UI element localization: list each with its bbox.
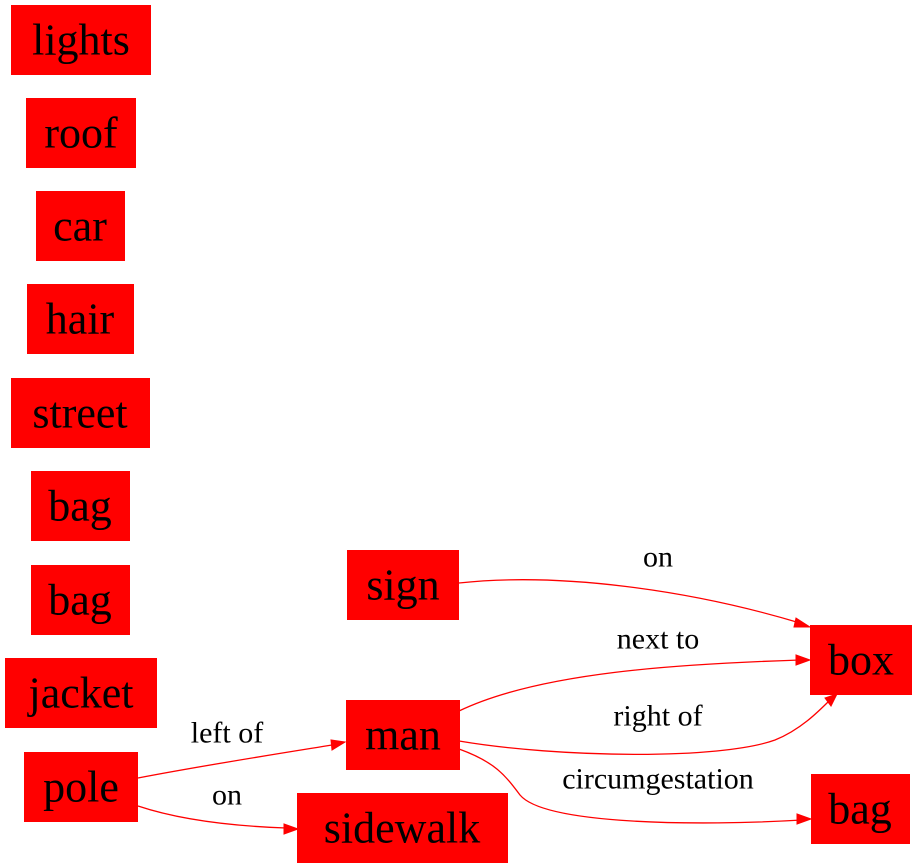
- node-label: man: [365, 711, 441, 760]
- node-street: street: [11, 378, 150, 448]
- node-label: roof: [44, 109, 118, 158]
- edges: on next to right of circumgestation left…: [137, 541, 838, 835]
- node-bag: bag: [811, 774, 910, 844]
- edge-line: [137, 805, 287, 829]
- edge-label-left-of: left of: [191, 717, 263, 750]
- node-box: [27, 284, 134, 354]
- node-box: [347, 550, 459, 620]
- edge-label-on: on: [212, 779, 242, 812]
- arrowhead-icon: [793, 617, 812, 628]
- edge-line: [458, 579, 801, 624]
- node-pole: pole: [24, 752, 138, 822]
- node-label: sign: [366, 561, 439, 610]
- edge-line: [137, 744, 333, 779]
- node-box: [297, 793, 508, 863]
- node-box: [811, 774, 910, 844]
- edge-sign-on-box: on: [458, 541, 812, 628]
- node-label: sidewalk: [324, 804, 480, 853]
- edge-label-next-to: next to: [617, 623, 700, 656]
- node-bag: bag: [31, 471, 130, 541]
- node-label: hair: [46, 295, 115, 344]
- node-box: [36, 191, 125, 261]
- node-label: box: [828, 636, 894, 685]
- arrowhead-icon: [283, 823, 300, 835]
- node-box: [26, 98, 136, 168]
- edge-man-rightof-box: right of: [458, 693, 838, 756]
- node-roof: roof: [26, 98, 136, 168]
- edge-line: [458, 748, 803, 824]
- node-box: [31, 471, 130, 541]
- edge-line: [458, 659, 801, 712]
- node-label: lights: [32, 16, 130, 65]
- node-label: bag: [828, 785, 892, 834]
- node-box: [5, 658, 157, 728]
- edge-man-nextto-box: next to: [458, 623, 812, 712]
- edge-label-on: on: [643, 541, 673, 574]
- node-hair: hair: [27, 284, 134, 354]
- node-box: [24, 752, 138, 822]
- edge-label-circumgestation: circumgestation: [562, 763, 754, 796]
- node-label: bag: [48, 482, 112, 531]
- node-lights: lights: [11, 5, 151, 75]
- node-box: [11, 378, 150, 448]
- node-bag: bag: [31, 565, 130, 635]
- edge-pole-on-sidewalk: on: [137, 779, 300, 835]
- edge-pole-leftof-man: left of: [137, 717, 347, 779]
- node-car: car: [36, 191, 125, 261]
- node-sign: sign: [347, 550, 459, 620]
- node-label: car: [53, 202, 107, 251]
- node-box: [346, 700, 460, 770]
- node-sidewalk: sidewalk: [297, 793, 508, 863]
- nodes: lights roof car hair street bag bag jac: [5, 5, 912, 863]
- arrowhead-icon: [795, 654, 812, 666]
- edge-man-circumgestation-bag: circumgestation: [458, 748, 813, 825]
- node-label: bag: [48, 576, 112, 625]
- arrowhead-icon: [330, 739, 347, 751]
- node-jacket: jacket: [5, 658, 157, 728]
- arrowhead-icon: [796, 813, 813, 825]
- node-label: jacket: [26, 669, 133, 718]
- edge-line: [458, 699, 831, 756]
- node-box: [31, 565, 130, 635]
- node-box: [11, 5, 151, 75]
- node-label: street: [32, 389, 127, 438]
- node-box: [810, 625, 912, 695]
- arrowhead-icon: [824, 693, 838, 707]
- edge-label-right-of: right of: [613, 700, 702, 733]
- node-man: man: [346, 700, 460, 770]
- node-box: box: [810, 625, 912, 695]
- node-label: pole: [43, 763, 119, 812]
